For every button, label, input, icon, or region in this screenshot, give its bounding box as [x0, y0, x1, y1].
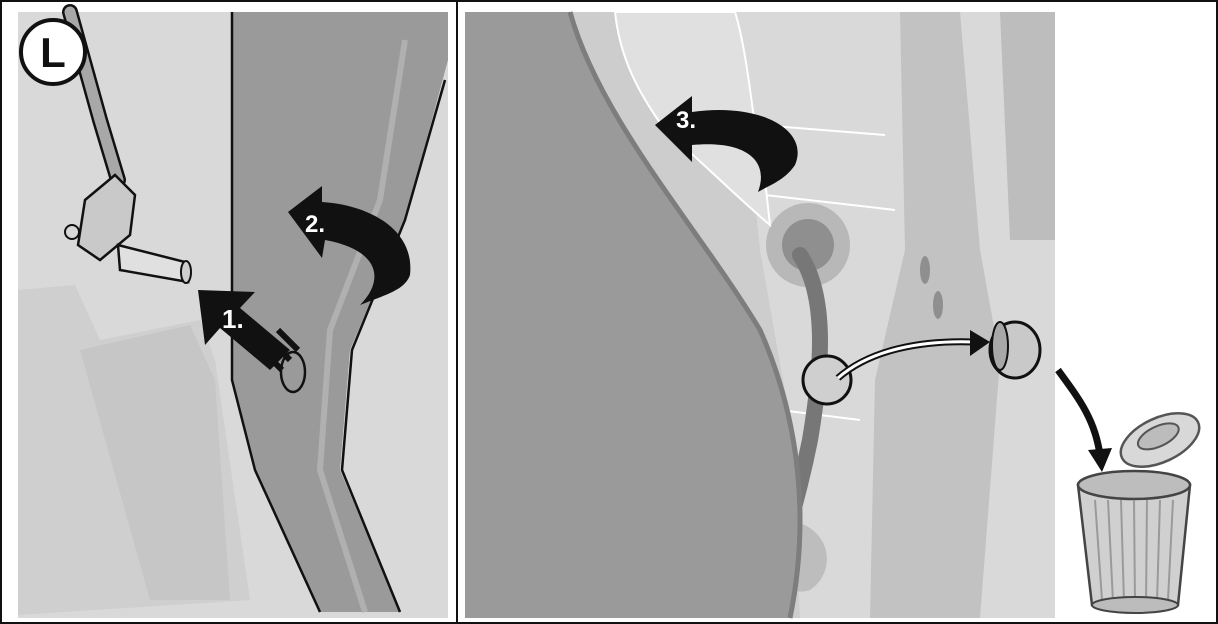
cap-rim [992, 322, 1008, 370]
trash-lid [1113, 402, 1208, 477]
discard-arrow [1058, 370, 1100, 455]
trash-can-icon [1058, 370, 1207, 613]
side-badge-letter: L [40, 29, 66, 76]
mounting-pin-tip [181, 261, 191, 283]
right-panel: 3. [465, 12, 1055, 618]
side-badge: L [21, 20, 85, 84]
left-panel: L 1. 2. [18, 12, 448, 618]
trash-bin-base [1092, 597, 1178, 613]
step-1-label: 1. [222, 304, 244, 334]
cap-location-marker [803, 356, 851, 404]
step-2-label: 2. [305, 211, 325, 238]
slot-hole-2 [933, 291, 943, 319]
slot-hole-1 [920, 256, 930, 284]
step-3-label: 3. [676, 107, 696, 134]
removed-cap [990, 322, 1040, 378]
trash-bin-rim [1078, 471, 1190, 499]
discard-arrowhead-icon [1088, 448, 1112, 472]
bracket-nut-icon [65, 225, 79, 239]
